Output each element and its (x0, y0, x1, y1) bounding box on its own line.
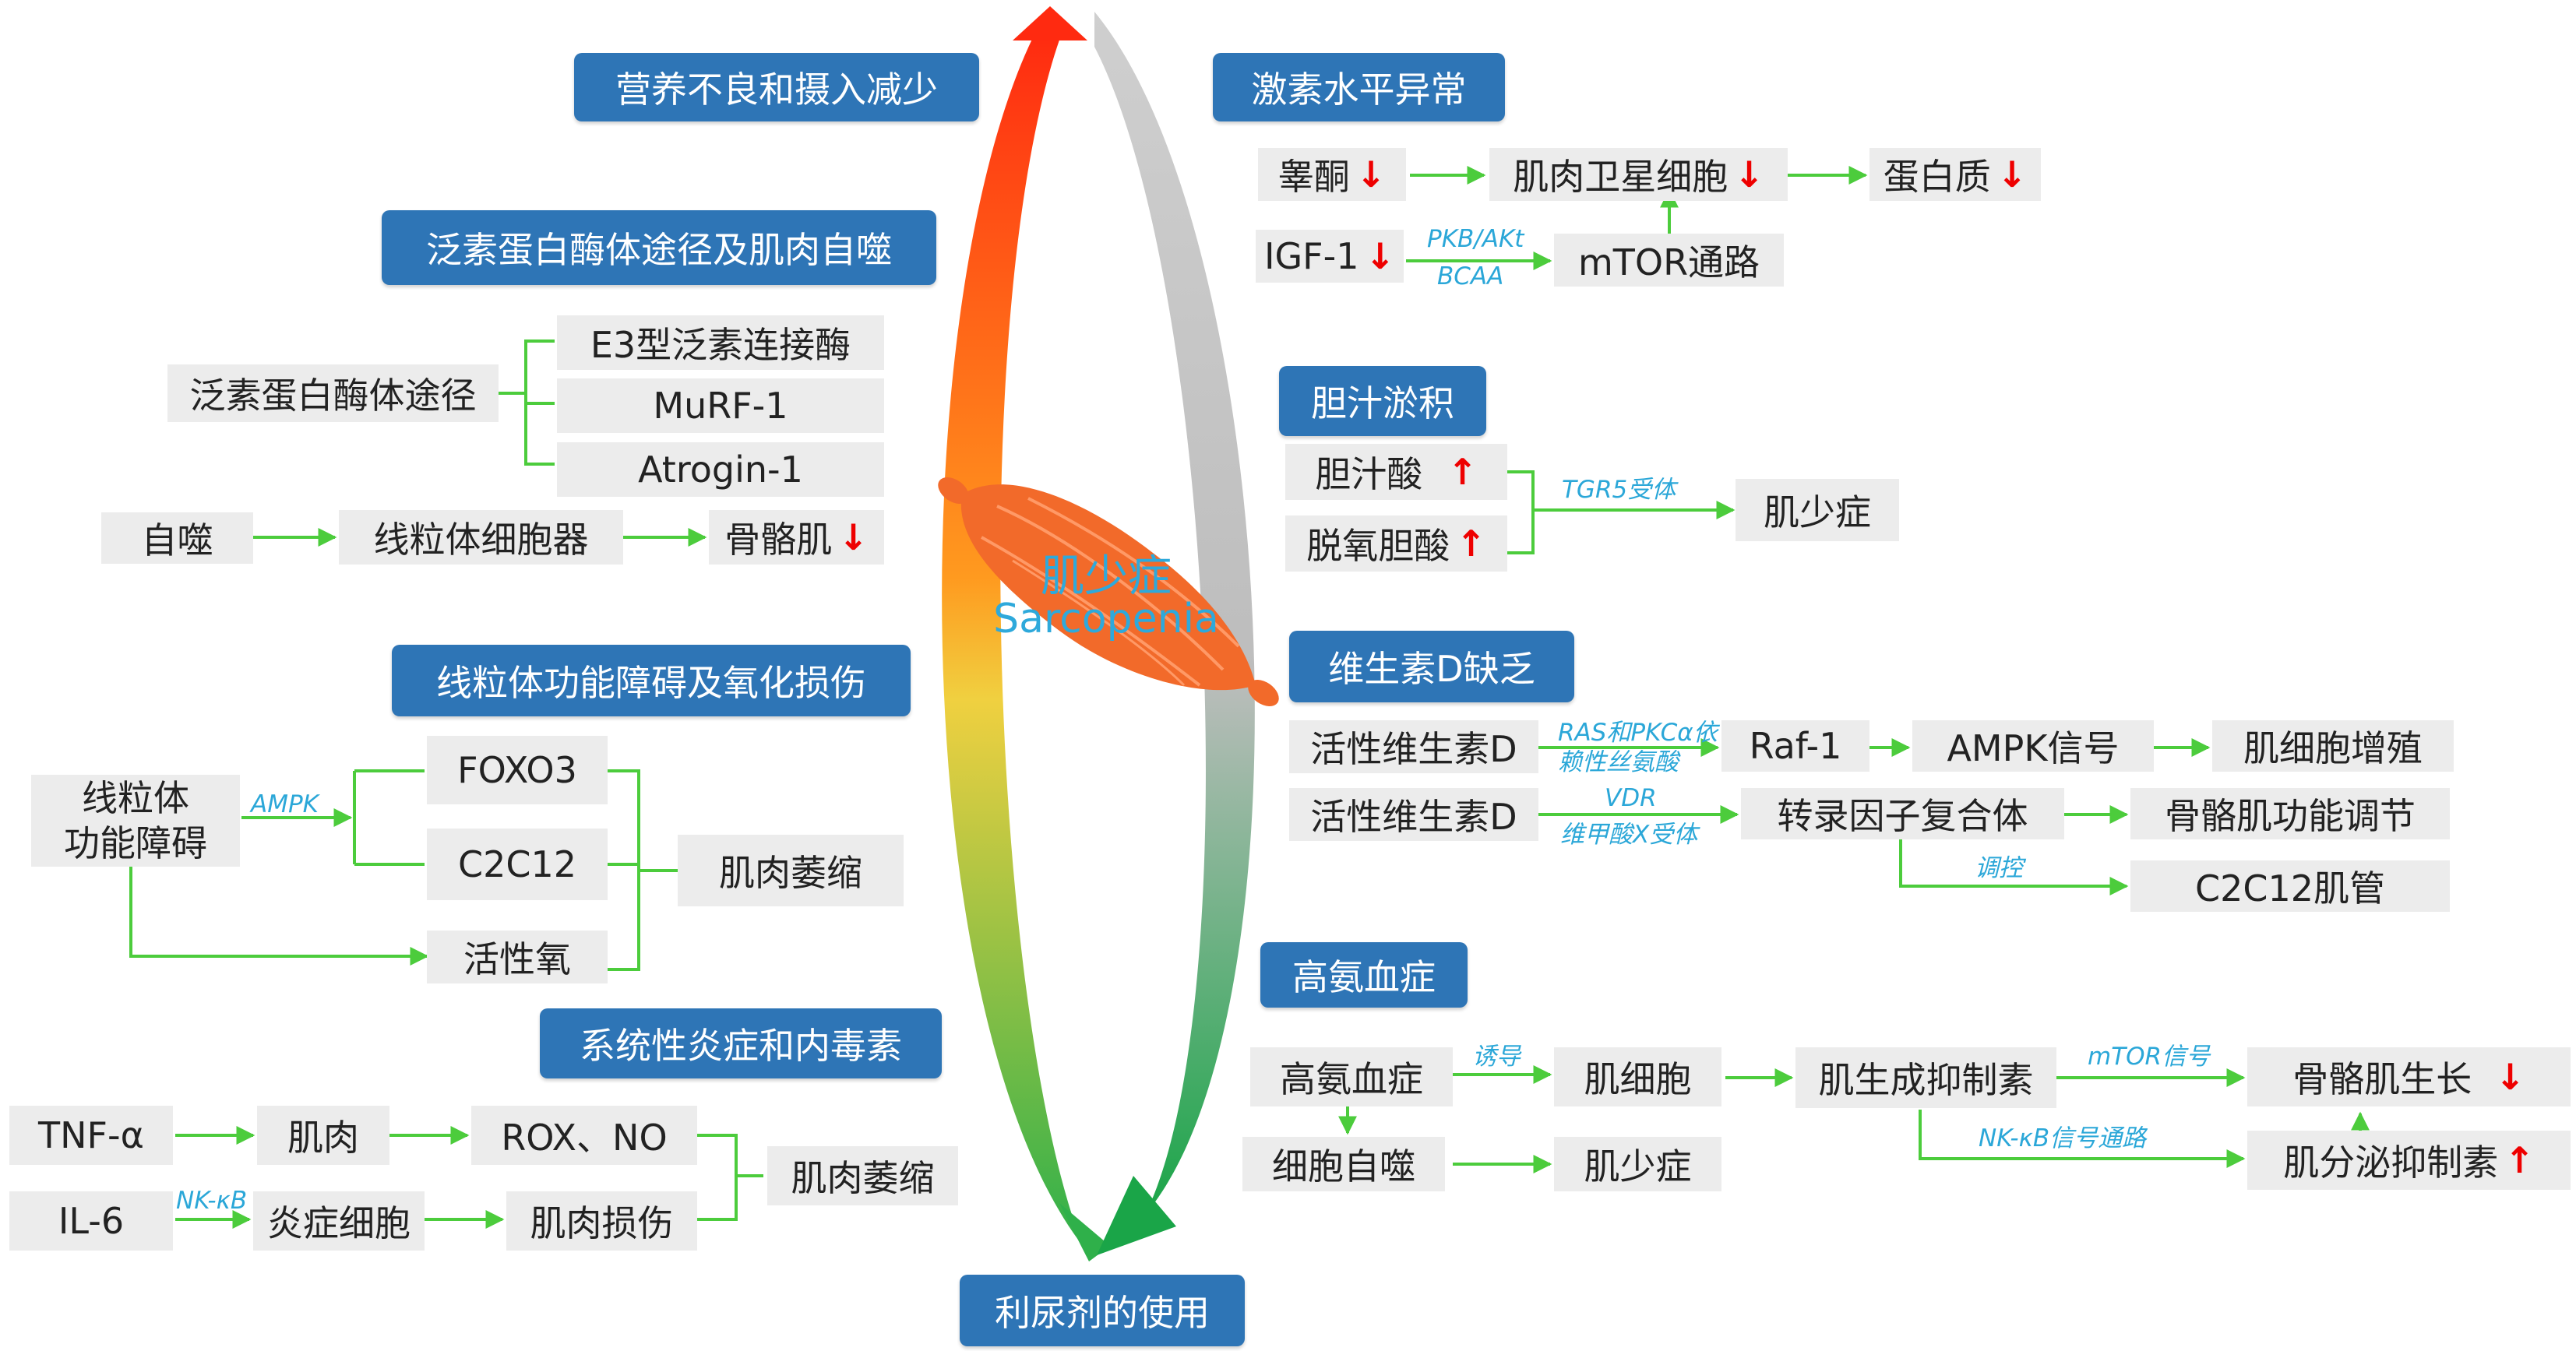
node-skeletal: 骨骼肌↓ (709, 510, 884, 565)
node-prolif: 肌细胞增殖 (2212, 720, 2454, 772)
label-nfkb-path: NK-κB信号通路 (1979, 1124, 2147, 1152)
node-injury: 肌肉损伤 (506, 1191, 697, 1251)
node-rox: ROX、NO (471, 1106, 697, 1165)
up-arrow-icon: ↑ (1447, 451, 1478, 493)
node-secretion-label: 肌分泌抑制素 (2283, 1142, 2499, 1184)
down-arrow-icon: ↓ (1734, 153, 1764, 195)
node-sarc-bile: 肌少症 (1736, 479, 1899, 541)
node-murf: MuRF-1 (557, 378, 884, 433)
connectors (129, 166, 2370, 1229)
down-arrow-icon: ↓ (2495, 1056, 2525, 1098)
node-vitd-1: 活性维生素D (1289, 720, 1538, 773)
node-dca-label: 脱氧胆酸 (1306, 525, 1450, 567)
node-atrogin: Atrogin-1 (557, 442, 884, 497)
node-atrophy-1: 肌肉萎缩 (678, 835, 904, 906)
node-muscle: 肌肉 (257, 1106, 389, 1165)
node-cell-auto: 细胞自噬 (1242, 1137, 1445, 1191)
node-growth-label: 骨骼肌生长 (2292, 1058, 2472, 1100)
node-satellite: 肌肉卫星细胞↓ (1489, 148, 1788, 201)
cycle-arrowhead-top (1013, 6, 1087, 40)
node-vitd-2: 活性维生素D (1289, 788, 1538, 841)
node-raf1: Raf-1 (1721, 720, 1869, 772)
label-ras-1: RAS和PKCα依 (1558, 719, 1718, 747)
center-title-cn: 肌少症 (1041, 551, 1172, 602)
cycle-arrowhead-bottom-left (1059, 1203, 1110, 1261)
label-bcaa: BCAA (1437, 262, 1504, 290)
node-secretion: 肌分泌抑制素↑ (2247, 1131, 2571, 1190)
node-organelle: 线粒体细胞器 (339, 510, 623, 565)
header-hyperammonemia: 高氨血症 (1260, 942, 1468, 1008)
up-arrow-icon: ↑ (2504, 1139, 2535, 1181)
node-protein: 蛋白质↓ (1869, 148, 2041, 201)
header-diuretic: 利尿剂的使用 (960, 1275, 1245, 1346)
node-tnf: TNF-α (9, 1106, 173, 1165)
node-c2c12: C2C12 (427, 829, 608, 900)
header-vitd: 维生素D缺乏 (1289, 631, 1574, 702)
node-satellite-label: 肌肉卫星细胞 (1513, 156, 1728, 198)
down-arrow-icon: ↓ (1996, 153, 2028, 195)
header-ubiquitin: 泛素蛋白酶体途径及肌肉自噬 (382, 210, 936, 285)
node-igf1: IGF-1↓ (1256, 230, 1404, 283)
header-hormone: 激素水平异常 (1213, 53, 1505, 121)
label-ras-2: 赖性丝氨酸 (1558, 748, 1679, 776)
node-testosterone: 睾酮↓ (1258, 148, 1406, 201)
header-inflam: 系统性炎症和内毒素 (540, 1008, 942, 1078)
node-protein-label: 蛋白质 (1883, 156, 1991, 198)
label-regulate: 调控 (1975, 854, 2023, 882)
node-inflam-cell: 炎症细胞 (253, 1191, 425, 1251)
label-pkb: PKB/AKt (1427, 225, 1524, 253)
node-dca: 脱氧胆酸↑ (1285, 515, 1507, 572)
down-arrow-icon: ↓ (1365, 235, 1396, 277)
node-mito-line2: 功能障碍 (64, 822, 207, 864)
node-foxo3: FOXO3 (427, 736, 608, 804)
cycle-arrowhead-bottom-right (1097, 1176, 1176, 1255)
node-skeletal-label: 骨骼肌 (724, 519, 833, 561)
node-mtor: mTOR通路 (1554, 234, 1784, 287)
node-growth: 骨骼肌生长 ↓ (2247, 1047, 2571, 1106)
down-arrow-icon: ↓ (1355, 153, 1387, 195)
node-ampk-sig: AMPK信号 (1912, 720, 2154, 772)
node-il6: IL-6 (9, 1191, 173, 1251)
label-vdr-2: 维甲酸X受体 (1560, 821, 1698, 849)
label-vdr-1: VDR (1605, 784, 1657, 812)
label-mtor-sig: mTOR信号 (2088, 1043, 2211, 1071)
node-atrophy-2: 肌肉萎缩 (767, 1146, 958, 1205)
header-bile: 胆汁淤积 (1279, 366, 1486, 436)
node-skm-func: 骨骼肌功能调节 (2130, 788, 2450, 839)
label-tgr5: TGR5受体 (1562, 476, 1676, 504)
header-malnutrition: 营养不良和摄入减少 (574, 53, 979, 121)
node-mito: 线粒体 功能障碍 (31, 775, 240, 867)
node-bile-acid: 胆汁酸 ↑ (1285, 444, 1507, 500)
muscle-illustration (938, 477, 1279, 707)
node-ros: 活性氧 (427, 931, 608, 983)
node-mito-line1: 线粒体 (82, 777, 189, 819)
node-hyper: 高氨血症 (1250, 1047, 1453, 1106)
node-bile-acid-label: 胆汁酸 (1315, 453, 1423, 495)
node-myocyte: 肌细胞 (1554, 1047, 1721, 1106)
label-ampk: AMPK (251, 790, 319, 818)
cycle-arrows (942, 6, 1255, 1261)
node-igf1-label: IGF-1 (1263, 235, 1359, 277)
node-myostatin: 肌生成抑制素 (1795, 1047, 2056, 1108)
up-arrow-icon: ↑ (1456, 522, 1486, 565)
header-mito: 线粒体功能障碍及氧化损伤 (392, 645, 911, 716)
node-sarc-2: 肌少症 (1554, 1137, 1721, 1191)
cycle-right-arc (1094, 12, 1255, 1215)
node-autophagy: 自噬 (101, 512, 253, 564)
cycle-left-arc (942, 31, 1083, 1246)
center-title-en: Sarcopenia (993, 596, 1219, 642)
down-arrow-icon: ↓ (838, 516, 869, 558)
node-testosterone-label: 睾酮 (1277, 156, 1350, 198)
label-nfkb: NK-κB (176, 1187, 248, 1215)
node-e3: E3型泛素连接酶 (557, 315, 884, 370)
label-induce: 诱导 (1472, 1043, 1521, 1071)
node-ups: 泛素蛋白酶体途径 (167, 364, 499, 422)
node-tf: 转录因子复合体 (1741, 788, 2064, 839)
node-c2c12-tube: C2C12肌管 (2130, 860, 2450, 912)
